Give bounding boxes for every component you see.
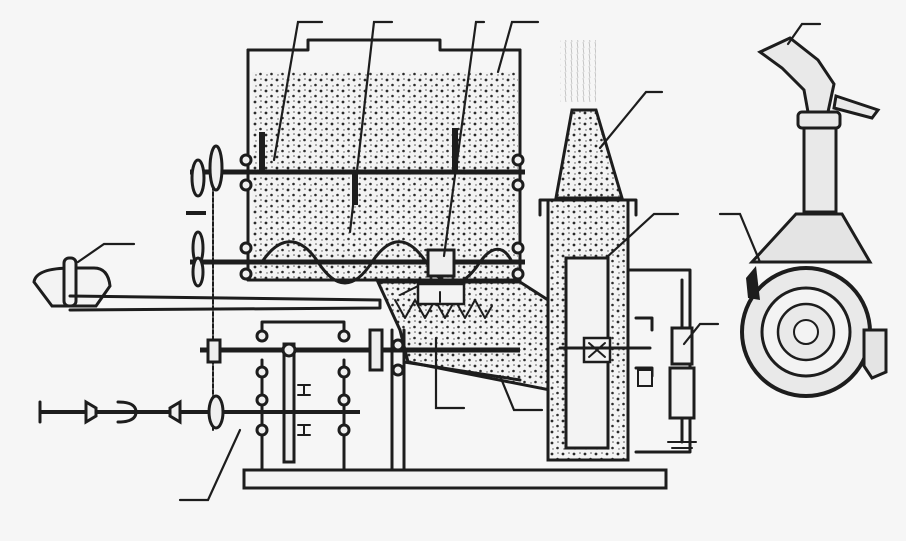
leader-4 — [496, 20, 540, 74]
bearing-l1 — [239, 153, 253, 167]
nozzle-column — [538, 40, 692, 462]
auger-gate — [426, 248, 456, 278]
bearing-r3 — [511, 241, 525, 255]
coupling-cone-2 — [168, 399, 182, 425]
gun-handle — [757, 36, 836, 114]
leader-11 — [178, 428, 242, 502]
gun-left-clamp — [746, 266, 760, 300]
cyl-lower — [668, 366, 696, 420]
gun-collar — [796, 110, 842, 130]
cyl-upper — [670, 326, 694, 366]
lever-arm — [68, 294, 382, 312]
bearing-r2 — [511, 178, 525, 192]
bearing-r1 — [511, 153, 525, 167]
gun-housing — [748, 212, 873, 264]
nozzle-cone — [554, 108, 625, 200]
gun-wheel-hub — [793, 319, 819, 345]
leader-7 — [786, 22, 822, 46]
drive-coupling — [206, 338, 222, 364]
sup-bearing-4 — [337, 393, 351, 407]
bearing-r4 — [511, 267, 525, 281]
leader-9 — [682, 322, 720, 346]
spray-gun — [740, 36, 888, 398]
gear-top-1 — [190, 158, 206, 198]
hydraulic-cylinder — [667, 278, 697, 449]
leader-12 — [434, 336, 466, 410]
spray-mist — [560, 40, 596, 102]
leader-2 — [348, 20, 394, 234]
pump-x-mark — [588, 342, 606, 358]
leader-6 — [604, 212, 680, 260]
sup-bearing-6 — [337, 423, 351, 437]
chute-body — [375, 280, 564, 394]
gear-mid-2 — [191, 256, 205, 288]
auger-screw — [260, 240, 514, 285]
universal-joint — [116, 400, 138, 424]
leader-1 — [272, 20, 324, 162]
sup-bearing-1 — [255, 365, 269, 379]
leader-5 — [598, 90, 664, 150]
crank-arm — [260, 320, 346, 332]
bearing-l2 — [239, 178, 253, 192]
leader-13 — [498, 374, 544, 412]
cam-2 — [297, 424, 311, 436]
rod-pin — [281, 342, 297, 358]
drive-train — [32, 144, 668, 490]
leader-3 — [442, 20, 486, 258]
drive-pulley — [368, 328, 384, 372]
coupling-cone-1 — [84, 399, 98, 425]
sup-bearing-5 — [255, 423, 269, 437]
gear-top-2 — [208, 144, 224, 192]
outlet-bracket — [634, 316, 654, 332]
leader-10 — [76, 242, 136, 264]
heater-coil — [394, 299, 493, 319]
bearing-l3 — [239, 241, 253, 255]
sup-bearing-3 — [255, 393, 269, 407]
cam-1 — [297, 384, 311, 396]
column-flange-left — [538, 198, 550, 217]
crank-bearing-1 — [255, 329, 269, 343]
connecting-rod — [282, 342, 296, 464]
pan-post — [62, 256, 78, 308]
leader-8 — [718, 212, 762, 264]
sup-bearing-7 — [391, 338, 405, 352]
hopper-fill — [252, 72, 518, 280]
base-plate — [242, 468, 668, 490]
mixing-chute — [375, 280, 564, 394]
sup-bearing-2 — [337, 365, 351, 379]
hopper-lid — [246, 38, 522, 52]
leader-lines — [76, 20, 822, 502]
gun-trigger — [832, 94, 881, 120]
column-flange-right — [626, 198, 638, 217]
sup-bearing-8 — [391, 363, 405, 377]
shaft-gear — [207, 394, 225, 430]
crank-bearing-2 — [337, 329, 351, 343]
cyl-base — [667, 441, 697, 449]
bearing-l4 — [239, 267, 253, 281]
gun-neck — [802, 126, 838, 214]
gauge-dial — [637, 369, 653, 387]
gun-side-clamp — [862, 328, 888, 380]
